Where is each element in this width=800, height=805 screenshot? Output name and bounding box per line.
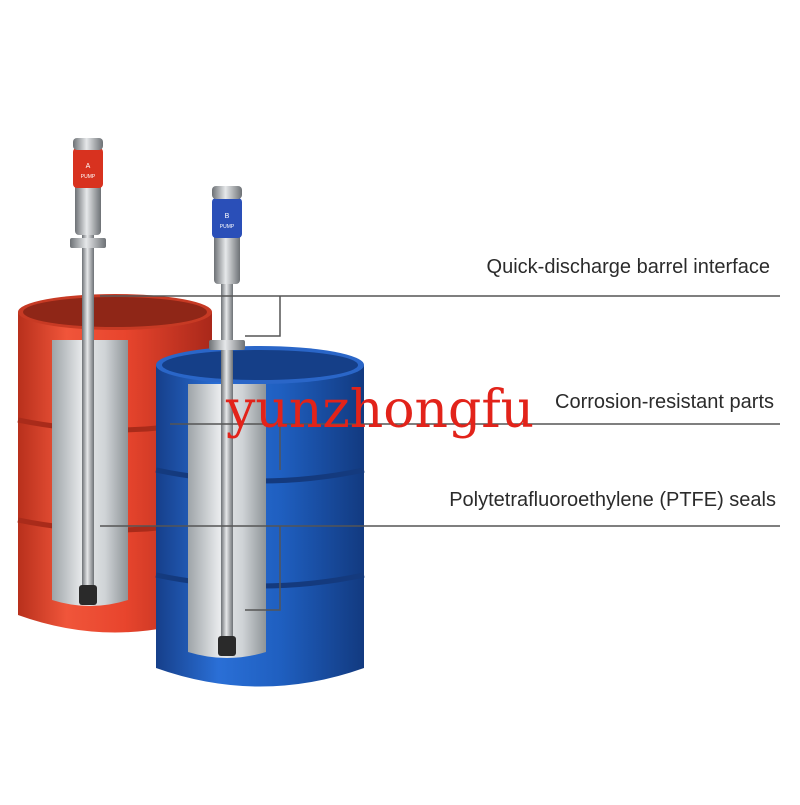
- pump-b-motor-blue: [212, 198, 242, 238]
- callout-leader-lines: [100, 295, 780, 611]
- pump-b-housing: [214, 232, 240, 284]
- pump-b: B PUMP: [209, 186, 245, 656]
- pump-a-foot: [79, 585, 97, 605]
- pump-b-text: PUMP: [220, 224, 235, 230]
- pump-a-cap: [73, 138, 103, 150]
- callout-corrosion-label: Corrosion-resistant parts: [555, 391, 774, 413]
- pump-a: A PUMP: [70, 138, 106, 605]
- callout-interface-label: Quick-discharge barrel interface: [486, 256, 770, 278]
- watermark-text: yunzhongfu: [226, 380, 535, 440]
- pump-a-motor-red: [73, 148, 103, 188]
- pump-b-interface: [209, 340, 245, 350]
- pump-b-foot: [218, 636, 236, 656]
- pump-a-tube: [82, 210, 94, 602]
- pump-b-letter: B: [225, 213, 230, 220]
- callout-seals-label: Polytetrafluoroethylene (PTFE) seals: [449, 489, 776, 511]
- leader-line-seals-branch: [245, 526, 281, 611]
- pump-a-interface: [70, 238, 106, 248]
- pump-b-tube: [221, 258, 233, 653]
- pump-a-letter: A: [86, 163, 91, 170]
- leader-line-interface-branch: [245, 296, 281, 337]
- pump-a-text: PUMP: [81, 174, 96, 180]
- pump-a-housing: [75, 180, 101, 235]
- pump-b-cap: [212, 186, 242, 199]
